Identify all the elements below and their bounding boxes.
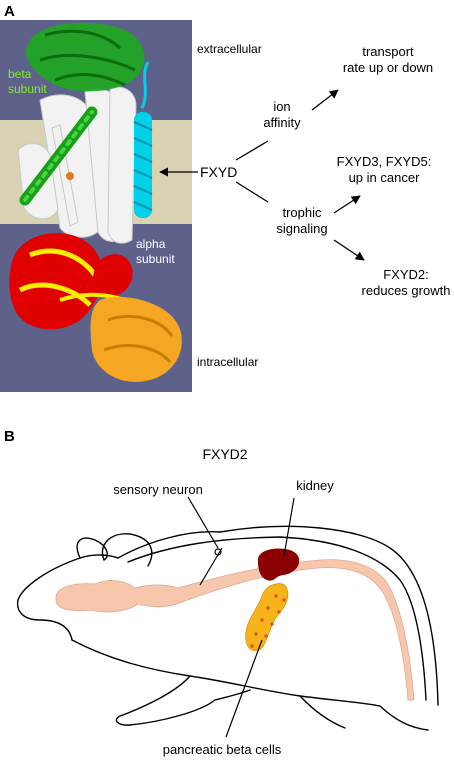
pancreas-leader xyxy=(225,639,263,738)
panel-b-title: FXYD2 xyxy=(202,446,247,462)
beta-subunit-structure xyxy=(19,22,145,206)
fxyd-helix-structure xyxy=(133,61,153,218)
ion-to-transport-arrow xyxy=(311,89,339,111)
fxyd-to-trophic-line xyxy=(235,181,269,203)
trophic-line2: signaling xyxy=(276,221,327,236)
alpha-subunit-cytoplasmic-structure xyxy=(9,233,182,382)
sensory-neuron-leader xyxy=(187,496,219,549)
sensory-neuron-ganglion xyxy=(214,548,222,556)
brain-spinal-cord xyxy=(55,559,415,701)
protein-structure-image: beta subunit alpha subunit xyxy=(0,20,192,392)
kidney-shape xyxy=(257,548,300,581)
transport-line1: transport xyxy=(362,44,414,59)
pancreas-shape xyxy=(245,583,289,652)
extracellular-label: extracellular xyxy=(197,42,262,56)
fxyd-to-ion-line xyxy=(235,140,269,161)
intracellular-label: intracellular xyxy=(197,355,258,369)
cancer-line2: up in cancer xyxy=(349,170,420,185)
trophic-line1: trophic xyxy=(282,205,322,220)
ion-site xyxy=(66,172,74,180)
panel-a-letter: A xyxy=(4,3,15,20)
kidney-label: kidney xyxy=(296,478,334,493)
alpha-label-line1: alpha xyxy=(136,237,166,251)
pancreatic-label: pancreatic beta cells xyxy=(163,742,282,757)
rat-outline xyxy=(16,525,439,731)
sensory-neuron-label: sensory neuron xyxy=(113,482,203,497)
beta-label-line1: beta xyxy=(8,67,32,81)
fxyd-label: FXYD xyxy=(200,164,237,180)
transport-line2: rate up or down xyxy=(343,60,433,75)
trophic-to-cancer-arrow xyxy=(333,195,361,214)
growth-line1: FXYD2: xyxy=(383,267,429,282)
panel-b-letter: B xyxy=(4,428,15,445)
pancreatic-islets xyxy=(250,594,286,648)
cancer-line1: FXYD3, FXYD5: xyxy=(337,154,432,169)
sensory-neuron-fiber xyxy=(199,547,223,586)
growth-line2: reduces growth xyxy=(362,283,451,298)
alpha-label-line2: subunit xyxy=(136,252,175,266)
beta-label-line2: subunit xyxy=(8,82,47,96)
ion-affinity-line2: affinity xyxy=(263,115,301,130)
kidney-leader xyxy=(283,497,295,557)
trophic-to-growth-arrow xyxy=(333,239,365,261)
ion-affinity-line1: ion xyxy=(273,99,290,114)
